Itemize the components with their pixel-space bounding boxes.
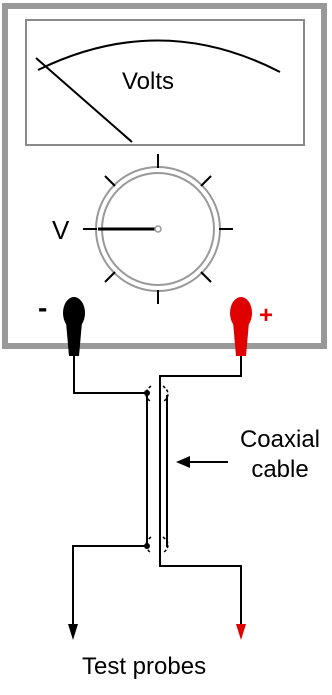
- coaxial-cable-label: Coaxial cable: [228, 425, 332, 485]
- black-probe-wire: [72, 545, 147, 630]
- cable-label-line2: cable: [251, 456, 309, 483]
- black-probe-tip[interactable]: [68, 624, 78, 640]
- dial-tick-marks: [83, 154, 233, 304]
- negative-terminal[interactable]: [63, 297, 85, 356]
- test-probes-label: Test probes: [82, 653, 207, 680]
- cable-label-arrowhead: [176, 456, 190, 468]
- cable-label-line1: Coaxial: [239, 426, 321, 453]
- meter-needle: [35, 57, 133, 143]
- positive-lead-wire: [159, 356, 242, 387]
- red-probe-wire: [159, 556, 242, 630]
- negative-terminal-sign: -: [38, 292, 48, 323]
- negative-lead-wire: [73, 356, 147, 394]
- positive-terminal-sign: +: [259, 302, 274, 329]
- meter-scale-arc: [37, 39, 281, 73]
- coaxial-cable: [144, 385, 169, 556]
- red-probe-tip[interactable]: [236, 624, 246, 640]
- meter-dial-label: V: [52, 215, 70, 245]
- meter-scale-label: Volts: [122, 68, 175, 95]
- positive-terminal[interactable]: [230, 297, 252, 356]
